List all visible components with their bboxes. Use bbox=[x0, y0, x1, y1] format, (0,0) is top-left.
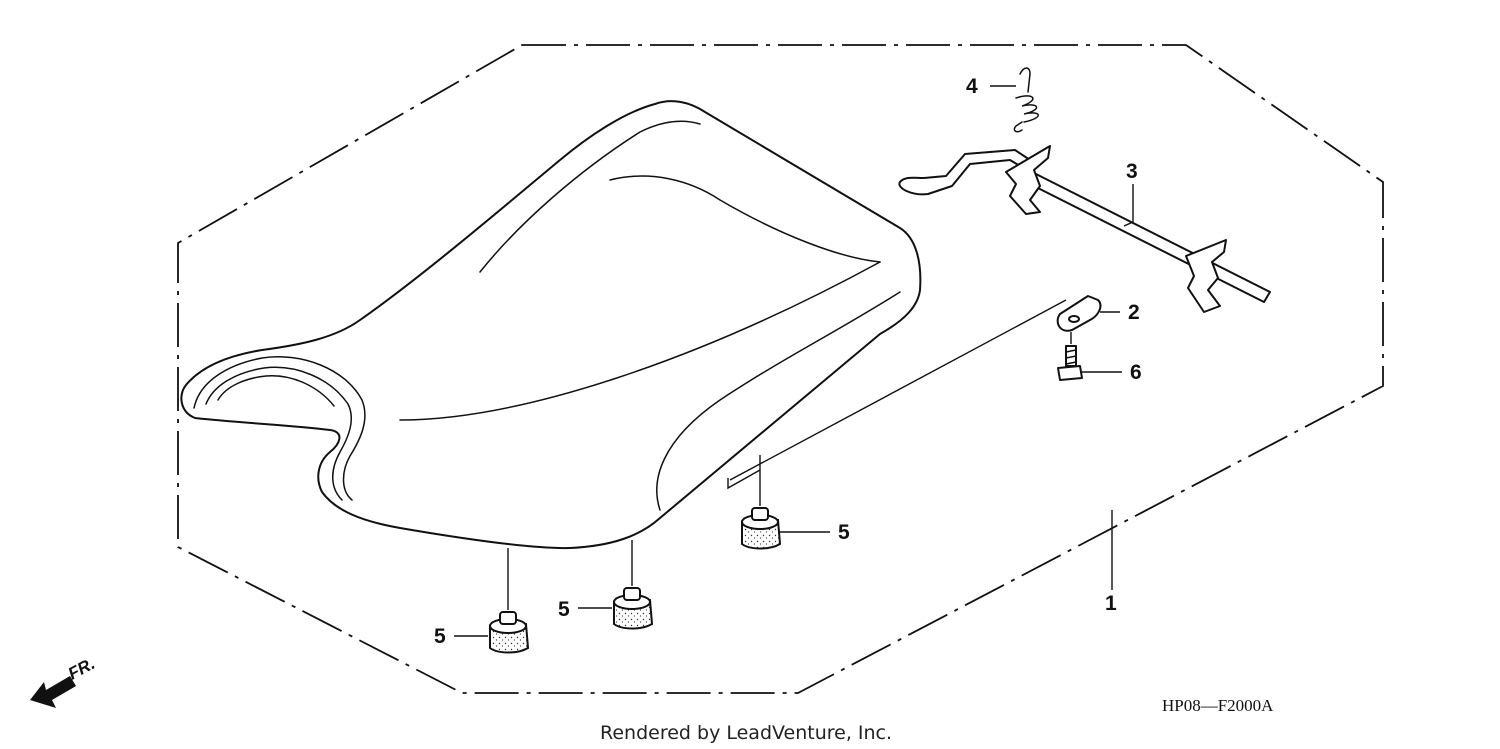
figure-code: HP08—F2000A bbox=[1162, 696, 1274, 715]
plate bbox=[1056, 295, 1102, 332]
cushion-front-left bbox=[489, 611, 530, 654]
leader-3 bbox=[1123, 184, 1134, 227]
lock-rod bbox=[898, 145, 1271, 313]
assembly-frame bbox=[177, 44, 1384, 694]
callout-5-front-left: 5 bbox=[434, 625, 446, 648]
guide-line-rear-cushion bbox=[727, 299, 1067, 506]
callout-1: 1 bbox=[1105, 592, 1117, 615]
seat bbox=[180, 100, 922, 550]
front-arrow-icon bbox=[30, 676, 76, 708]
cushion-front-right bbox=[613, 587, 654, 630]
cushion-rear bbox=[741, 507, 782, 550]
callout-5-rear: 5 bbox=[838, 521, 850, 544]
callout-4: 4 bbox=[966, 75, 978, 98]
callout-6: 6 bbox=[1130, 361, 1142, 384]
callout-5-front-right: 5 bbox=[558, 598, 570, 621]
spring bbox=[1013, 67, 1039, 133]
render-credit: Rendered by LeadVenture, Inc. bbox=[600, 722, 892, 744]
bolt bbox=[1057, 345, 1083, 381]
callout-2: 2 bbox=[1128, 301, 1140, 324]
callout-3: 3 bbox=[1126, 160, 1138, 183]
